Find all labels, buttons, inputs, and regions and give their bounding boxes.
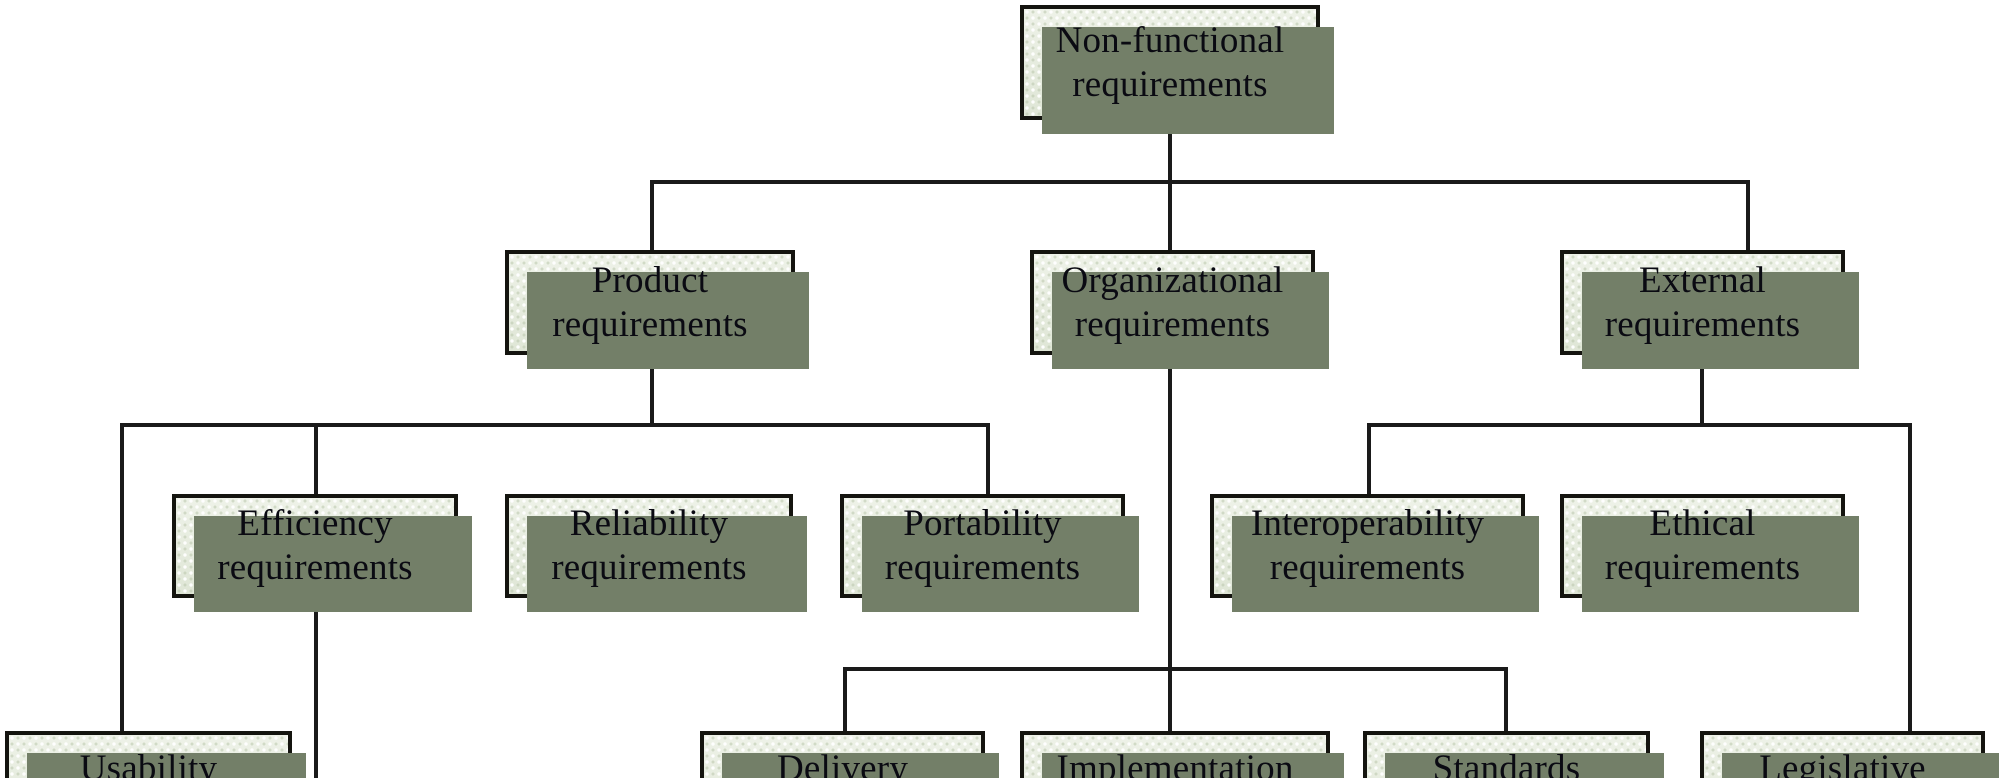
node-portability-requirements[interactable]: Portability requirements xyxy=(840,494,1139,612)
node-product-requirements[interactable]: Product requirements xyxy=(505,250,809,369)
node-organizational-requirements[interactable]: Organizational requirements xyxy=(1030,250,1329,369)
connector-tier3-drop-portability xyxy=(986,423,990,494)
connector-tier4-drop-impl xyxy=(1168,667,1172,735)
node-legislative-requirements[interactable]: Legislative xyxy=(1700,731,1999,778)
node-delivery-requirements[interactable]: Delivery xyxy=(700,731,999,778)
node-usability-requirements[interactable]: Usability xyxy=(5,731,306,778)
connector-tier4-drop-delivery xyxy=(843,667,847,735)
connector-tier2-drop-external xyxy=(1746,180,1750,250)
node-label: Implementation xyxy=(1056,748,1294,778)
connector-tier3-drop-usability xyxy=(120,423,124,735)
node-label: Standards xyxy=(1432,748,1581,778)
node-label: Organizational requirements xyxy=(1061,259,1284,345)
connector-efficiency-stem-down xyxy=(314,598,318,778)
node-non-functional-requirements[interactable]: Non-functional requirements xyxy=(1020,5,1334,134)
connector-root-stem-down xyxy=(1168,120,1172,250)
node-efficiency-requirements[interactable]: Efficiency requirements xyxy=(172,494,472,612)
node-label: External requirements xyxy=(1604,259,1801,345)
node-label: Product requirements xyxy=(552,259,748,345)
node-label: Delivery xyxy=(776,748,909,778)
connector-external-stem-down xyxy=(1700,355,1704,423)
node-ethical-requirements[interactable]: Ethical requirements xyxy=(1560,494,1859,612)
node-label: Reliability requirements xyxy=(551,503,747,588)
connector-tier2-drop-product xyxy=(650,180,654,250)
node-external-requirements[interactable]: External requirements xyxy=(1560,250,1859,369)
node-implementation-requirements[interactable]: Implementation xyxy=(1020,731,1344,778)
node-label: Usability xyxy=(79,748,218,778)
node-reliability-requirements[interactable]: Reliability requirements xyxy=(505,494,807,612)
node-label: Efficiency requirements xyxy=(217,503,413,588)
node-interoperability-requirements[interactable]: Interoperability requirements xyxy=(1210,494,1539,612)
connector-tier3-drop-efficiency xyxy=(314,423,318,494)
connector-tier4-drop-standards xyxy=(1504,667,1508,735)
connector-tier3-right-bus xyxy=(1367,423,1912,427)
connector-tier2-bus xyxy=(650,180,1750,184)
node-label: Portability requirements xyxy=(884,503,1081,588)
connector-tier3-drop-legislative xyxy=(1908,423,1912,735)
connector-org-stem-down xyxy=(1168,355,1172,731)
connector-product-stem-down xyxy=(650,355,654,423)
node-label: Interoperability requirements xyxy=(1250,503,1485,588)
connector-tier4-bus xyxy=(843,667,1508,671)
connector-tier3-drop-interop xyxy=(1367,423,1371,494)
node-label: Ethical requirements xyxy=(1604,503,1801,588)
connector-tier3-left-bus xyxy=(120,423,990,427)
node-label: Legislative xyxy=(1759,748,1926,778)
node-standards-requirements[interactable]: Standards xyxy=(1363,731,1664,778)
node-label: Non-functional requirements xyxy=(1055,19,1285,105)
